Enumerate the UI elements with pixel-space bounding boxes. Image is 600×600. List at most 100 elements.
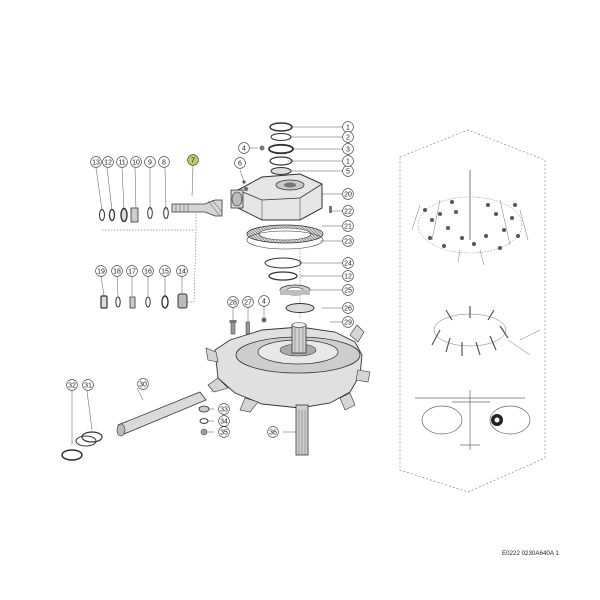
callout: 12 xyxy=(102,156,114,168)
callout-bubble xyxy=(218,426,230,438)
callout-number: 35 xyxy=(220,429,228,436)
callout-bubble xyxy=(342,284,354,296)
callout: 27 xyxy=(242,296,254,308)
callout: 36 xyxy=(267,426,279,438)
callout-number: 13 xyxy=(92,159,100,166)
callout-number: 31 xyxy=(84,382,92,389)
callout-bubble xyxy=(187,154,199,166)
gearbox-upper-stack xyxy=(230,122,332,313)
bolt-head xyxy=(259,145,265,151)
callout: 25 xyxy=(342,284,354,296)
callout-bubble xyxy=(102,156,114,168)
callout-number: 24 xyxy=(344,260,352,267)
callout-highlighted: 7 xyxy=(187,154,199,166)
callout: 21 xyxy=(342,220,354,232)
callout: 1 xyxy=(342,155,354,167)
seal-ring xyxy=(269,122,293,132)
callout: 15 xyxy=(159,265,171,277)
callout-number: 11 xyxy=(118,159,125,166)
rotor-hub xyxy=(205,322,371,456)
callout-bubble xyxy=(342,270,354,282)
callout: 4 xyxy=(258,295,270,307)
callout-number: 12 xyxy=(344,273,352,280)
callout: 5 xyxy=(342,165,354,177)
callout-bubble xyxy=(82,379,94,391)
callout-number: 23 xyxy=(344,238,352,245)
callout: 11 xyxy=(116,156,128,168)
callout-bubble xyxy=(342,220,354,232)
callout: 2 xyxy=(342,131,354,143)
callout-bubble xyxy=(342,257,354,269)
callout: 19 xyxy=(95,265,107,277)
callout-number: 17 xyxy=(128,268,136,275)
grease-nipple xyxy=(242,180,246,184)
bolt-set xyxy=(229,317,267,335)
drive-shaft-group xyxy=(61,391,210,461)
bearing xyxy=(279,284,311,296)
callout: 3 xyxy=(342,143,354,155)
tractor-schematic xyxy=(415,390,531,450)
callout: 33 xyxy=(218,403,230,415)
callout-number: 22 xyxy=(344,208,352,215)
tine-cluster-top xyxy=(411,170,529,266)
callout-bubble xyxy=(342,155,354,167)
pinion-shaft-group xyxy=(99,199,223,223)
callout-bubble xyxy=(267,426,279,438)
callout-number: 16 xyxy=(144,268,152,275)
callout-number: 30 xyxy=(139,381,147,388)
callout-number: 5 xyxy=(346,168,350,175)
callout-bubble xyxy=(258,295,270,307)
callout-bubble xyxy=(242,296,254,308)
callout-number: 1 xyxy=(346,124,350,131)
callout: 4 xyxy=(238,142,250,154)
callout: 12 xyxy=(342,270,354,282)
washer xyxy=(270,167,292,175)
callout-bubble xyxy=(234,157,246,169)
callout-number: 28 xyxy=(229,299,237,306)
callout-number: 21 xyxy=(344,223,352,230)
overview-panel xyxy=(399,129,546,493)
callout-number: 6 xyxy=(238,160,242,167)
screw xyxy=(329,206,332,213)
callout-number: 29 xyxy=(344,319,352,326)
callout-number: 7 xyxy=(191,157,195,164)
callout-bubble xyxy=(126,265,138,277)
callout-bubble xyxy=(158,156,170,168)
callout-bubble xyxy=(137,378,149,390)
spacer-ring xyxy=(285,303,315,313)
callout: 32 xyxy=(66,379,78,391)
callout: 29 xyxy=(342,316,354,328)
callout-bubble xyxy=(90,156,102,168)
callout-bubble xyxy=(144,156,156,168)
callout-number: 1 xyxy=(346,158,350,165)
callout-number: 8 xyxy=(162,159,166,166)
callout-number: 15 xyxy=(161,268,169,275)
callout-bubble xyxy=(130,156,142,168)
callout-number: 27 xyxy=(244,299,252,306)
callout: 17 xyxy=(126,265,138,277)
location-marker-center xyxy=(494,417,500,423)
callout: 22 xyxy=(342,205,354,217)
callout-number: 10 xyxy=(132,159,140,166)
bearing-seal-group xyxy=(100,293,188,309)
callout-number: 4 xyxy=(242,145,246,152)
callout-bubble xyxy=(238,142,250,154)
callout-bubble xyxy=(116,156,128,168)
callout: 8 xyxy=(158,156,170,168)
callout: 24 xyxy=(342,257,354,269)
callout: 10 xyxy=(130,156,142,168)
callout-bubble xyxy=(342,188,354,200)
drawing-code: E0222 0230A640A 1 xyxy=(502,550,559,557)
callout-number: 18 xyxy=(113,268,121,275)
callout: 16 xyxy=(142,265,154,277)
callout-bubble xyxy=(176,265,188,277)
callout: 1 xyxy=(342,121,354,133)
callout-number: 25 xyxy=(344,287,352,294)
callout: 18 xyxy=(111,265,123,277)
callout: 20 xyxy=(342,188,354,200)
seal-ring xyxy=(269,156,293,166)
callout: 31 xyxy=(82,379,94,391)
callout-number: 26 xyxy=(344,305,352,312)
